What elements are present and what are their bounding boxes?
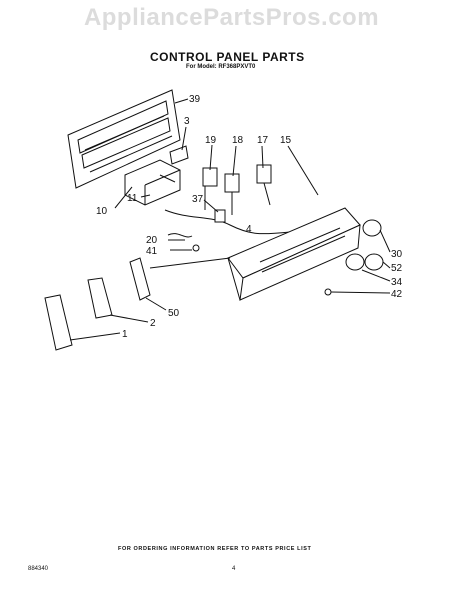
ordering-info-note: FOR ORDERING INFORMATION REFER TO PARTS … <box>118 546 312 552</box>
callout-17: 17 <box>257 135 269 146</box>
watermark: AppliancePartsPros.com <box>83 4 380 31</box>
callout-11: 11 <box>127 193 138 204</box>
callout-4: 4 <box>246 224 252 235</box>
callout-37: 37 <box>192 194 204 205</box>
callout-41: 41 <box>146 246 158 257</box>
part-50-bracket <box>129 257 151 301</box>
callout-50: 50 <box>168 308 180 319</box>
callout-19: 19 <box>205 135 217 146</box>
model-subtitle: For Model: RF368PXVT0 <box>186 64 256 70</box>
part-37-bracket <box>214 209 226 223</box>
callout-34: 34 <box>391 277 403 288</box>
part-20 <box>167 233 193 238</box>
part-17 <box>256 164 272 184</box>
part-2-bracket <box>87 277 113 319</box>
part-3-clip <box>169 145 189 165</box>
callout-1: 1 <box>122 329 128 340</box>
part-15-control-panel <box>227 207 361 301</box>
part-52b-knob <box>364 253 384 271</box>
callout-20: 20 <box>146 235 158 246</box>
part-19 <box>202 167 218 187</box>
callout-2: 2 <box>150 318 156 329</box>
callout-3: 3 <box>184 116 190 127</box>
part-42 <box>324 288 332 296</box>
callout-42: 42 <box>391 289 403 300</box>
wire-harness <box>164 209 291 235</box>
part-39-back-panel <box>67 89 181 189</box>
diagram-id: 884340 <box>28 566 49 572</box>
callout-10: 10 <box>96 206 108 217</box>
part-1-bracket <box>44 294 73 351</box>
part-18 <box>224 173 240 193</box>
callout-52: 52 <box>391 263 403 274</box>
part-41 <box>192 244 200 252</box>
page-number: 4 <box>232 566 236 572</box>
callout-18: 18 <box>232 135 244 146</box>
page-title: CONTROL PANEL PARTS <box>150 50 305 64</box>
part-30-knob <box>362 219 382 237</box>
callout-15: 15 <box>280 135 292 146</box>
part-52-knob <box>345 253 365 271</box>
callout-39: 39 <box>189 94 201 105</box>
callout-30: 30 <box>391 249 403 260</box>
